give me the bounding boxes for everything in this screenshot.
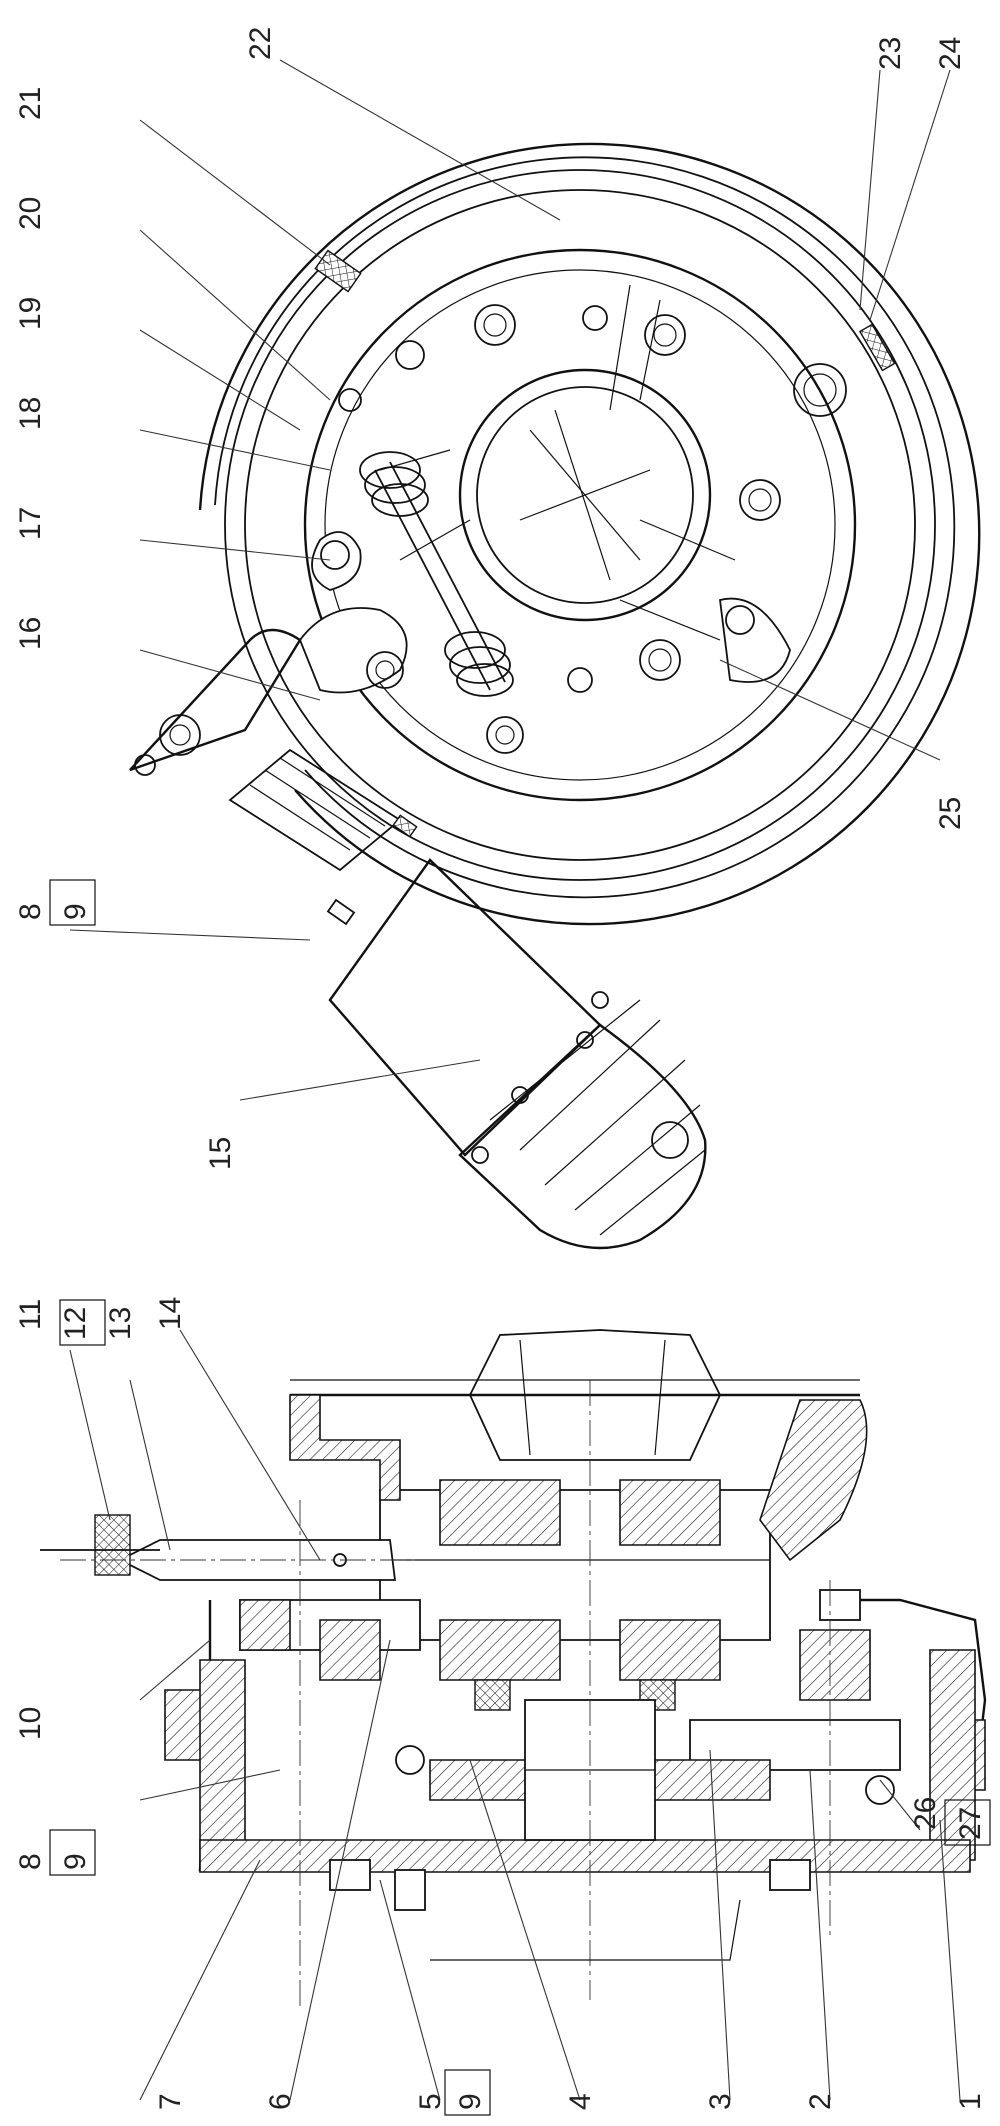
label-12: 12 xyxy=(59,1307,92,1340)
label-9-bottom: 9 xyxy=(59,1853,92,1870)
oil-seal-left xyxy=(474,1679,511,1711)
lining-block-right xyxy=(858,323,896,372)
outer-bearing xyxy=(619,1479,721,1546)
label-7: 7 xyxy=(154,2093,187,2110)
label-3: 3 xyxy=(704,2093,737,2110)
brake-chamber xyxy=(228,748,707,1250)
label-2: 2 xyxy=(804,2093,837,2110)
brake-shoe-outer xyxy=(224,169,936,881)
label-11: 11 xyxy=(14,1299,47,1330)
hub-section-view xyxy=(40,1329,987,2010)
label-8-top: 8 xyxy=(14,903,47,920)
label-22: 22 xyxy=(244,27,277,60)
label-9-base: 9 xyxy=(454,2093,487,2110)
backing-plate-inner xyxy=(324,269,836,781)
drum-outer-rim xyxy=(198,142,981,926)
label-24: 24 xyxy=(934,37,967,70)
brake-plan-view xyxy=(129,142,981,1250)
label-8-bottom: 8 xyxy=(14,1853,47,1870)
leader-lines xyxy=(69,59,961,2101)
label-19: 19 xyxy=(14,297,47,330)
label-23: 23 xyxy=(874,37,907,70)
label-25: 25 xyxy=(934,797,967,830)
brake-cam xyxy=(298,607,408,694)
adjuster-strut xyxy=(374,469,491,691)
label-frames xyxy=(49,879,991,2116)
label-21: 21 xyxy=(14,87,47,120)
return-spring-upper xyxy=(359,451,429,517)
adjuster-bolt xyxy=(94,1514,131,1576)
label-14: 14 xyxy=(154,1297,187,1330)
label-16: 16 xyxy=(14,617,47,650)
return-spring-lower xyxy=(444,631,514,697)
label-18: 18 xyxy=(14,397,47,430)
label-6: 6 xyxy=(264,2093,297,2110)
label-15: 15 xyxy=(204,1137,237,1170)
backing-plate xyxy=(303,248,857,802)
label-10: 10 xyxy=(14,1707,47,1740)
label-20: 20 xyxy=(14,197,47,230)
hub-inner xyxy=(476,386,694,604)
hub-outer xyxy=(458,368,712,622)
label-26: 26 xyxy=(909,1797,942,1830)
inner-bearing xyxy=(439,1479,561,1546)
drum-inner-rim xyxy=(214,156,956,899)
brake-lever-arm xyxy=(129,628,302,772)
label-4: 4 xyxy=(564,2093,597,2110)
label-13: 13 xyxy=(104,1307,137,1340)
brake-shoe-inner xyxy=(244,189,916,861)
part-labels: 21 20 19 18 17 16 22 23 24 25 8 9 15 11 … xyxy=(14,27,987,2110)
label-1: 1 xyxy=(954,2093,987,2110)
lining-block-upper xyxy=(314,249,362,293)
wheel-bolts xyxy=(395,304,781,754)
label-9-top: 9 xyxy=(59,903,92,920)
label-27: 27 xyxy=(954,1807,987,1840)
drum-shell xyxy=(759,1399,868,1562)
label-17: 17 xyxy=(14,507,47,540)
label-5: 5 xyxy=(414,2093,447,2110)
